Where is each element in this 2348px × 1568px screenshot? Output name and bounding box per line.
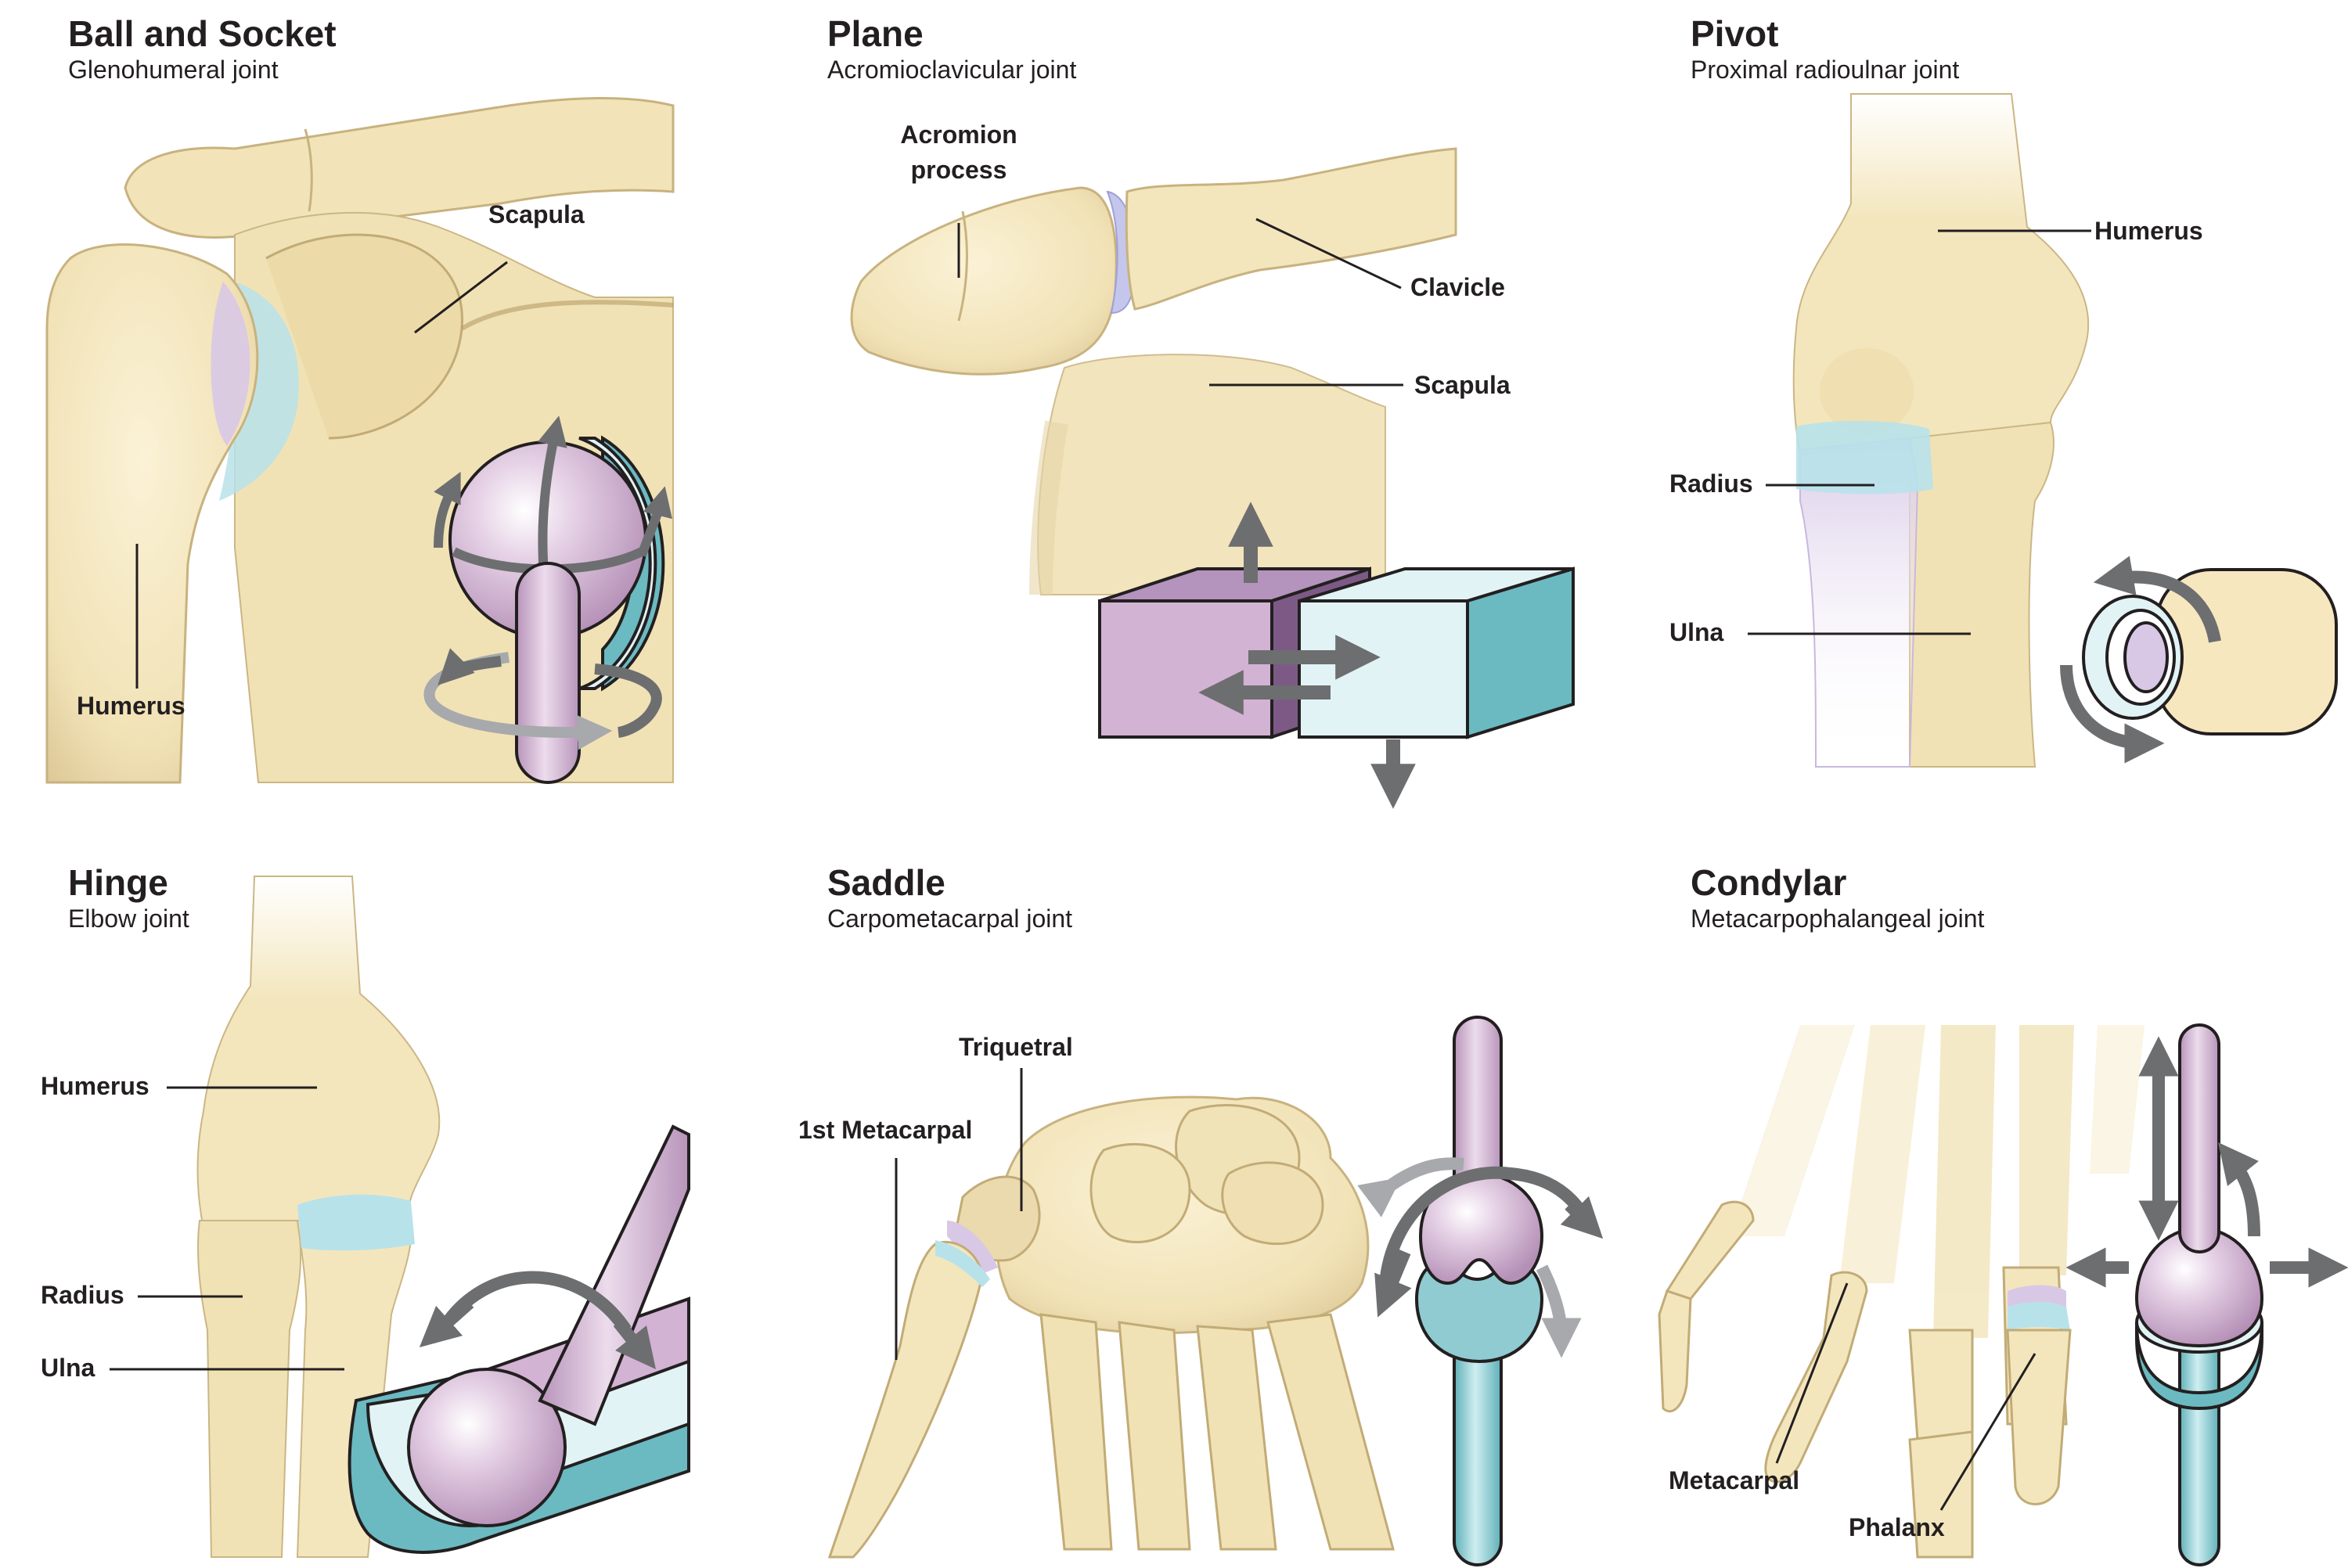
plane-illustration	[850, 147, 1575, 809]
label-phalanx: Phalanx	[1849, 1513, 1945, 1541]
label-humerus: Humerus	[2094, 217, 2203, 245]
pivot-illustration	[1748, 93, 2338, 768]
label-metacarpal: Metacarpal	[1669, 1466, 1800, 1494]
humeral-cartilage	[297, 1194, 415, 1251]
acromion-bone	[850, 186, 1118, 376]
panel-title: Plane	[827, 13, 924, 54]
humerus-bone	[45, 243, 259, 784]
panel-subtitle: Proximal radioulnar joint	[1691, 56, 1960, 84]
label-radius: Radius	[41, 1281, 124, 1309]
label-humerus: Humerus	[41, 1072, 149, 1100]
label-triquetral: Triquetral	[959, 1033, 1073, 1061]
label-acromion-line-1: Acromion	[900, 120, 1017, 149]
label-scapula: Scapula	[488, 200, 585, 228]
label-ulna: Ulna	[1669, 618, 1724, 646]
ulna-bone	[296, 1215, 412, 1558]
ball-and-socket-illustration	[45, 97, 675, 784]
sliding-blocks-model	[1098, 502, 1575, 809]
condylar-model	[2065, 1023, 2348, 1566]
panel-title: Ball and Socket	[68, 13, 337, 54]
hinge-illustration	[110, 876, 690, 1558]
label-first-metacarpal: 1st Metacarpal	[798, 1116, 973, 1144]
label-clavicle: Clavicle	[1410, 273, 1505, 301]
panel-title: Saddle	[827, 862, 945, 903]
panel-subtitle: Glenohumeral joint	[68, 56, 279, 84]
radius-bone	[197, 1220, 302, 1558]
label-ulna: Ulna	[41, 1354, 95, 1382]
first-metacarpal-bone	[827, 1240, 984, 1559]
panel-subtitle: Metacarpophalangeal joint	[1691, 904, 1985, 933]
hinge-cylinder-model	[348, 1124, 690, 1554]
label-radius: Radius	[1669, 469, 1753, 498]
acromion-bone	[124, 97, 675, 239]
ball-and-socket-model	[423, 415, 672, 784]
panel-subtitle: Acromioclavicular joint	[827, 56, 1077, 84]
phalanx-bone	[2008, 1300, 2070, 1330]
condylar-illustration	[1658, 1023, 2348, 1566]
label-acromion-process: Acromion process	[892, 117, 1025, 188]
radius-bone	[1799, 437, 1919, 768]
clavicle-bone	[1125, 147, 1457, 311]
label-scapula: Scapula	[1414, 371, 1511, 399]
panel-title: Condylar	[1691, 862, 1847, 903]
panel-title: Hinge	[68, 862, 168, 903]
scapula-bone	[1037, 354, 1386, 595]
panel-subtitle: Elbow joint	[68, 904, 189, 933]
label-humerus: Humerus	[77, 692, 185, 720]
humerus-bone	[196, 876, 441, 1230]
saddle-model	[1357, 1016, 1604, 1566]
panel-title: Pivot	[1691, 13, 1779, 54]
ulna-bone	[1909, 421, 2054, 768]
label-acromion-line-2: process	[910, 155, 1007, 184]
saddle-illustration	[827, 1016, 1604, 1566]
panel-subtitle: Carpometacarpal joint	[827, 904, 1073, 933]
pivot-ring-model	[2060, 556, 2338, 764]
radial-cartilage	[1796, 420, 1933, 494]
